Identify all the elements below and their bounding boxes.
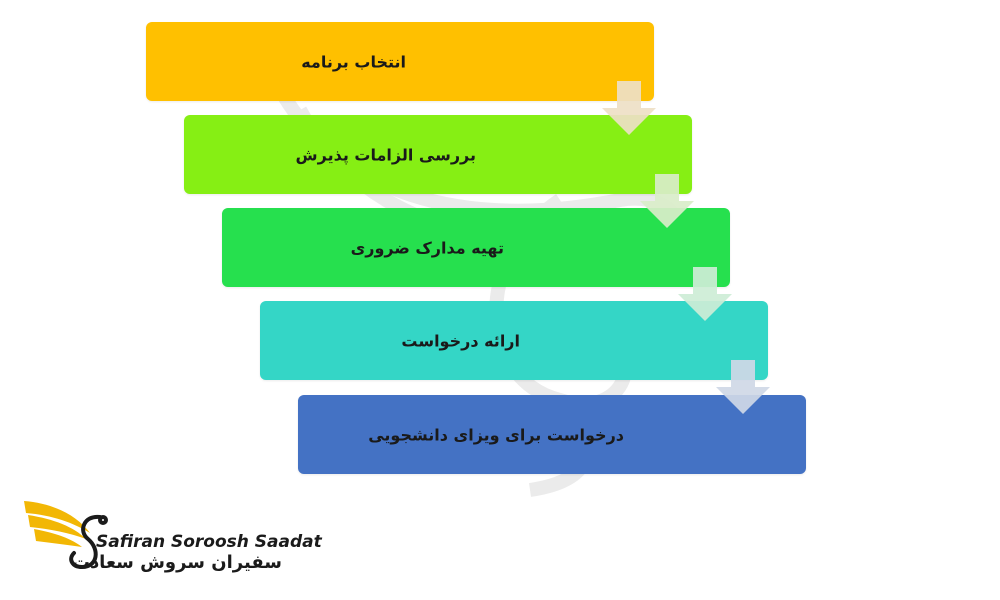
step-box-submit-application: ارائه درخواست (260, 301, 768, 380)
step-box-prepare-documents: تهیه مدارک ضروری (222, 208, 730, 287)
brand-name-fa: سفیران سروش سعادت (71, 552, 282, 573)
arrow-down-icon (716, 360, 770, 414)
arrow-down-icon (602, 81, 656, 135)
step-box-select-program: انتخاب برنامه (146, 22, 654, 101)
step-label-review-requirements: بررسی الزامات پذیرش (295, 145, 476, 164)
step-box-review-requirements: بررسی الزامات پذیرش (184, 115, 692, 194)
step-label-submit-application: ارائه درخواست (401, 331, 520, 350)
step-label-prepare-documents: تهیه مدارک ضروری (350, 238, 504, 257)
step-box-student-visa: درخواست برای ویزای دانشجویی (298, 395, 806, 474)
golden-wing-swan-logo-icon (24, 501, 108, 570)
brand-name-en: Safiran Soroosh Saadat (96, 532, 322, 552)
arrow-down-icon (640, 174, 694, 228)
step-label-select-program: انتخاب برنامه (301, 52, 406, 71)
step-label-student-visa: درخواست برای ویزای دانشجویی (368, 425, 624, 444)
arrow-down-icon (678, 267, 732, 321)
